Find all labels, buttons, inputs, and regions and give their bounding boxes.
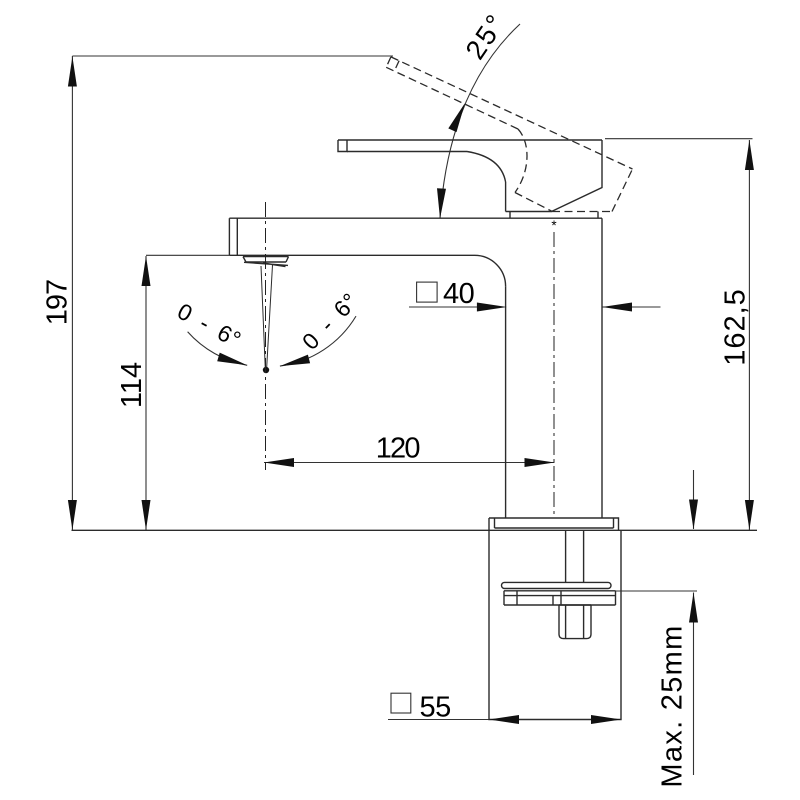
svg-text:162,5: 162,5 xyxy=(720,288,752,366)
svg-text:114: 114 xyxy=(116,362,148,408)
svg-text:Max. 25mm: Max. 25mm xyxy=(657,624,689,787)
svg-text:40: 40 xyxy=(443,278,474,310)
svg-text:55: 55 xyxy=(420,692,451,724)
svg-text:197: 197 xyxy=(42,280,74,325)
svg-text:*: * xyxy=(551,218,557,233)
svg-text:120: 120 xyxy=(376,432,420,464)
